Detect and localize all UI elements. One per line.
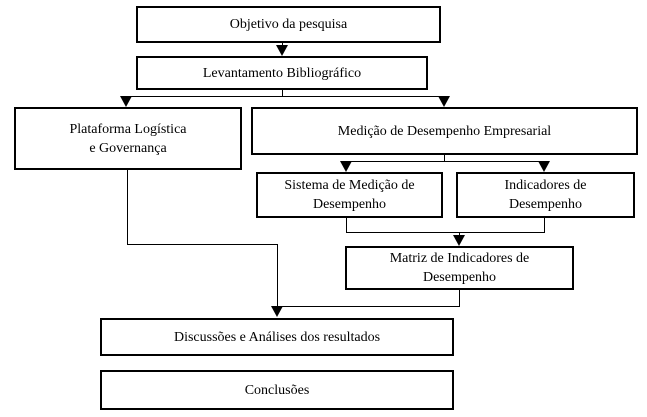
box-indicadores-text: Indicadores de Desempenho <box>504 176 586 214</box>
arrow-down-icon <box>276 45 288 56</box>
arrow-down-icon <box>340 161 352 172</box>
box-conclusoes: Conclusões <box>100 370 454 410</box>
box-indicadores: Indicadores de Desempenho <box>456 172 635 218</box>
connector-line <box>127 170 128 244</box>
connector-line <box>459 232 460 235</box>
connector-line <box>278 306 460 307</box>
connector-line <box>277 244 278 306</box>
box-objetivo: Objetivo da pesquisa <box>136 6 441 43</box>
connector-line <box>459 290 460 306</box>
arrow-down-icon <box>271 306 283 317</box>
connector-line <box>282 43 283 46</box>
box-plataforma: Plataforma Logística e Governança <box>14 107 242 170</box>
box-plataforma-text: Plataforma Logística e Governança <box>69 120 186 158</box>
box-plataforma-line2: e Governança <box>89 140 167 156</box>
arrow-down-icon <box>120 96 132 107</box>
connector-line <box>346 161 544 162</box>
connector-line <box>444 155 445 161</box>
box-conclusoes-label: Conclusões <box>244 382 310 398</box>
connector-line <box>126 96 444 97</box>
box-discussoes: Discussões e Análises dos resultados <box>100 318 454 356</box>
box-indicadores-line2: Desempenho <box>508 197 583 212</box>
box-levantamento-label: Levantamento Bibliográfico <box>202 65 362 81</box>
box-medicao: Medição de Desempenho Empresarial <box>251 107 638 155</box>
arrow-down-icon <box>453 235 465 246</box>
arrow-down-icon <box>438 96 450 107</box>
box-matriz-line2: Desempenho <box>422 270 497 285</box>
connector-line <box>346 232 545 233</box>
box-discussoes-label: Discussões e Análises dos resultados <box>173 329 381 345</box>
box-sistema-line1: Sistema de Medição de <box>284 178 415 193</box>
box-sistema-line2: Desempenho <box>312 197 387 212</box>
box-plataforma-line1: Plataforma Logística <box>69 121 187 137</box>
box-matriz-line1: Matriz de Indicadores de <box>389 251 530 266</box>
connector-line <box>127 244 277 245</box>
box-objetivo-label: Objetivo da pesquisa <box>229 17 348 32</box>
box-medicao-label: Medição de Desempenho Empresarial <box>337 123 552 139</box>
connector-line <box>282 90 283 96</box>
box-sistema: Sistema de Medição de Desempenho <box>256 172 443 218</box>
box-levantamento: Levantamento Bibliográfico <box>136 56 428 90</box>
box-matriz-text: Matriz de Indicadores de Desempenho <box>390 249 530 287</box>
box-sistema-text: Sistema de Medição de Desempenho <box>284 176 414 214</box>
connector-line <box>544 218 545 232</box>
connector-line <box>346 218 347 232</box>
box-matriz: Matriz de Indicadores de Desempenho <box>345 246 574 290</box>
arrow-down-icon <box>538 161 550 172</box>
box-indicadores-line1: Indicadores de <box>504 178 587 193</box>
